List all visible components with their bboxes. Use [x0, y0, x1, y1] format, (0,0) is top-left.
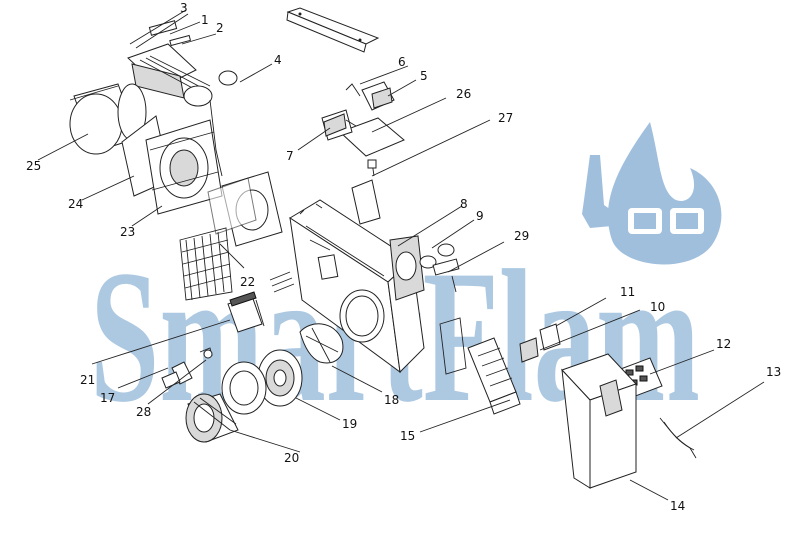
- callout-6: 6: [398, 55, 406, 69]
- callout-25: 25: [26, 159, 41, 173]
- mounting-flange: [207, 171, 283, 247]
- callout-15: 15: [400, 429, 415, 443]
- temperature-sensor: [432, 258, 460, 293]
- leader-lines: [37, 9, 765, 501]
- callout-11: 11: [620, 285, 635, 299]
- callout-7: 7: [286, 149, 294, 163]
- callout-1: 1: [201, 13, 209, 27]
- seal-ring-9: [437, 243, 455, 257]
- screws: [269, 271, 295, 293]
- blower-motor: [185, 393, 239, 443]
- outer-case: [561, 353, 637, 489]
- top-cover-plate: [286, 7, 380, 53]
- callout-17: 17: [100, 391, 115, 405]
- callout-18: 18: [384, 393, 399, 407]
- electrode-assembly: [127, 20, 223, 177]
- callout-23: 23: [120, 225, 135, 239]
- control-board: [439, 317, 521, 415]
- fan-impeller: [257, 349, 303, 407]
- callout-9: 9: [476, 209, 484, 223]
- callout-19: 19: [342, 417, 357, 431]
- callout-21: 21: [80, 373, 95, 387]
- callout-2: 2: [216, 21, 224, 35]
- relay-module: [321, 109, 357, 141]
- callout-13: 13: [766, 365, 781, 379]
- callout-10: 10: [650, 300, 665, 314]
- glow-plug: [161, 347, 213, 389]
- callout-26: 26: [456, 87, 471, 101]
- callout-24: 24: [68, 197, 83, 211]
- callout-29: 29: [514, 229, 529, 243]
- callout-14: 14: [670, 499, 685, 513]
- mounting-bracket: [351, 159, 381, 225]
- flame-logo-icon: [582, 122, 722, 265]
- burner-head-housing: [145, 119, 223, 215]
- callout-20: 20: [284, 451, 299, 465]
- air-filter: [227, 291, 265, 333]
- fan-guard: [299, 323, 344, 364]
- callout-12: 12: [716, 337, 731, 351]
- seal-disk: [221, 361, 267, 415]
- seal-ring-8: [419, 255, 437, 269]
- callout-27: 27: [498, 111, 513, 125]
- cover-plate-26: [339, 117, 405, 157]
- callout-8: 8: [460, 197, 468, 211]
- wiring-cable: [659, 417, 697, 459]
- fuel-pump: [345, 81, 395, 111]
- connector-block: [519, 323, 561, 363]
- callout-28: 28: [136, 405, 151, 419]
- o-ring-part: [218, 70, 238, 86]
- callout-3: 3: [180, 1, 188, 15]
- callout-labels: 1 2 3 4 5 6 7 8 9 10 11 12 13 14 15 17 1…: [26, 1, 781, 513]
- callout-4: 4: [274, 53, 282, 67]
- callout-5: 5: [420, 69, 428, 83]
- mesh-screen: [179, 227, 233, 301]
- callout-22: 22: [240, 275, 255, 289]
- main-housing: [289, 199, 425, 374]
